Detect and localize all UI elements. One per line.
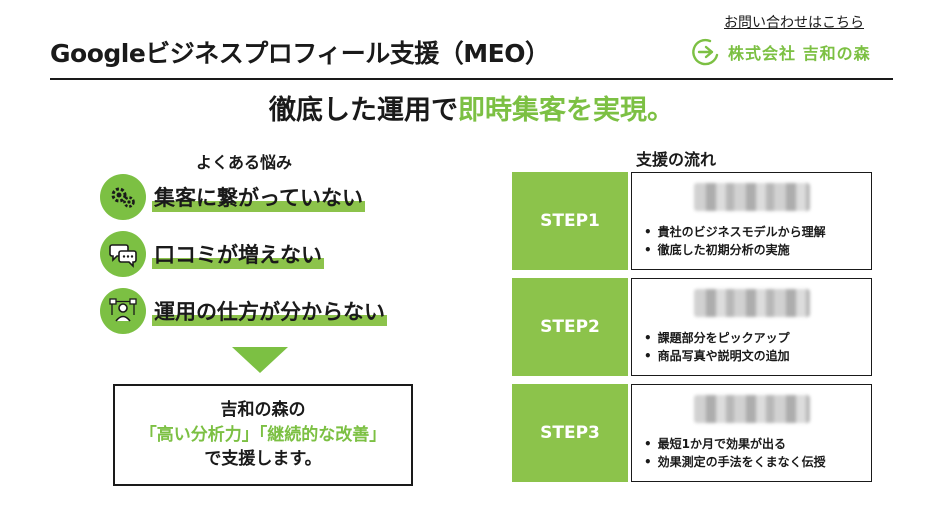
- step-points: 貴社のビジネスモデルから理解 徹底した初期分析の実施: [644, 223, 826, 259]
- summary-line: で支援します。: [204, 449, 322, 470]
- step-card: STEP3 最短1か月で効果が出る 効果測定の手法をくまなく伝授: [512, 384, 872, 482]
- workflow-person-icon: [100, 288, 146, 334]
- step-body: 最短1か月で効果が出る 効果測定の手法をくまなく伝授: [631, 384, 872, 482]
- step-point: 効果測定の手法をくまなく伝授: [644, 453, 826, 471]
- company-name: 株式会社 吉和の森: [728, 44, 871, 63]
- down-arrow-icon: [232, 347, 288, 373]
- step-card: STEP2 課題部分をピックアップ 商品写真や説明文の追加: [512, 278, 872, 376]
- step-label: STEP1: [512, 172, 628, 270]
- worry-item: 口コミが増えない: [100, 231, 324, 277]
- step-label: STEP2: [512, 278, 628, 376]
- step-label: STEP3: [512, 384, 628, 482]
- worry-label: 集客に繋がっていない: [152, 182, 365, 212]
- step-points: 課題部分をピックアップ 商品写真や説明文の追加: [644, 329, 790, 365]
- blurred-image: [694, 183, 810, 211]
- headline-accent: 即時集客を実現。: [458, 95, 674, 126]
- speech-bubbles-icon: [100, 231, 146, 277]
- summary-line: 吉和の森の: [220, 400, 306, 421]
- step-points: 最短1か月で効果が出る 効果測定の手法をくまなく伝授: [644, 435, 826, 471]
- step-point: 徹底した初期分析の実施: [644, 241, 826, 259]
- contact-link[interactable]: お問い合わせはこちら: [724, 15, 864, 31]
- worries-heading: よくある悩み: [196, 153, 293, 172]
- summary-accent-line: 「高い分析力」「継続的な改善」: [139, 424, 387, 445]
- company-logo: 株式会社 吉和の森: [690, 36, 871, 68]
- step-body: 課題部分をピックアップ 商品写真や説明文の追加: [631, 278, 872, 376]
- step-point: 最短1か月で効果が出る: [644, 435, 826, 453]
- headline-text: 徹底した運用で: [269, 95, 458, 126]
- summary-box: 吉和の森の 「高い分析力」「継続的な改善」 で支援します。: [113, 384, 413, 486]
- title-divider: [50, 78, 893, 80]
- blurred-image: [694, 395, 810, 423]
- page-title: Googleビジネスプロフィール支援（MEO）: [50, 39, 550, 68]
- step-point: 課題部分をピックアップ: [644, 329, 790, 347]
- worry-label: 口コミが増えない: [152, 239, 324, 269]
- flow-heading: 支援の流れ: [636, 150, 717, 169]
- gears-icon: [100, 174, 146, 220]
- step-card: STEP1 貴社のビジネスモデルから理解 徹底した初期分析の実施: [512, 172, 872, 270]
- worry-item: 運用の仕方が分からない: [100, 288, 387, 334]
- worry-label: 運用の仕方が分からない: [152, 296, 387, 326]
- step-point: 貴社のビジネスモデルから理解: [644, 223, 826, 241]
- headline: 徹底した運用で即時集客を実現。: [0, 88, 943, 127]
- step-body: 貴社のビジネスモデルから理解 徹底した初期分析の実施: [631, 172, 872, 270]
- company-mark-icon: [692, 38, 719, 66]
- step-point: 商品写真や説明文の追加: [644, 347, 790, 365]
- worry-item: 集客に繋がっていない: [100, 174, 365, 220]
- blurred-image: [694, 289, 810, 317]
